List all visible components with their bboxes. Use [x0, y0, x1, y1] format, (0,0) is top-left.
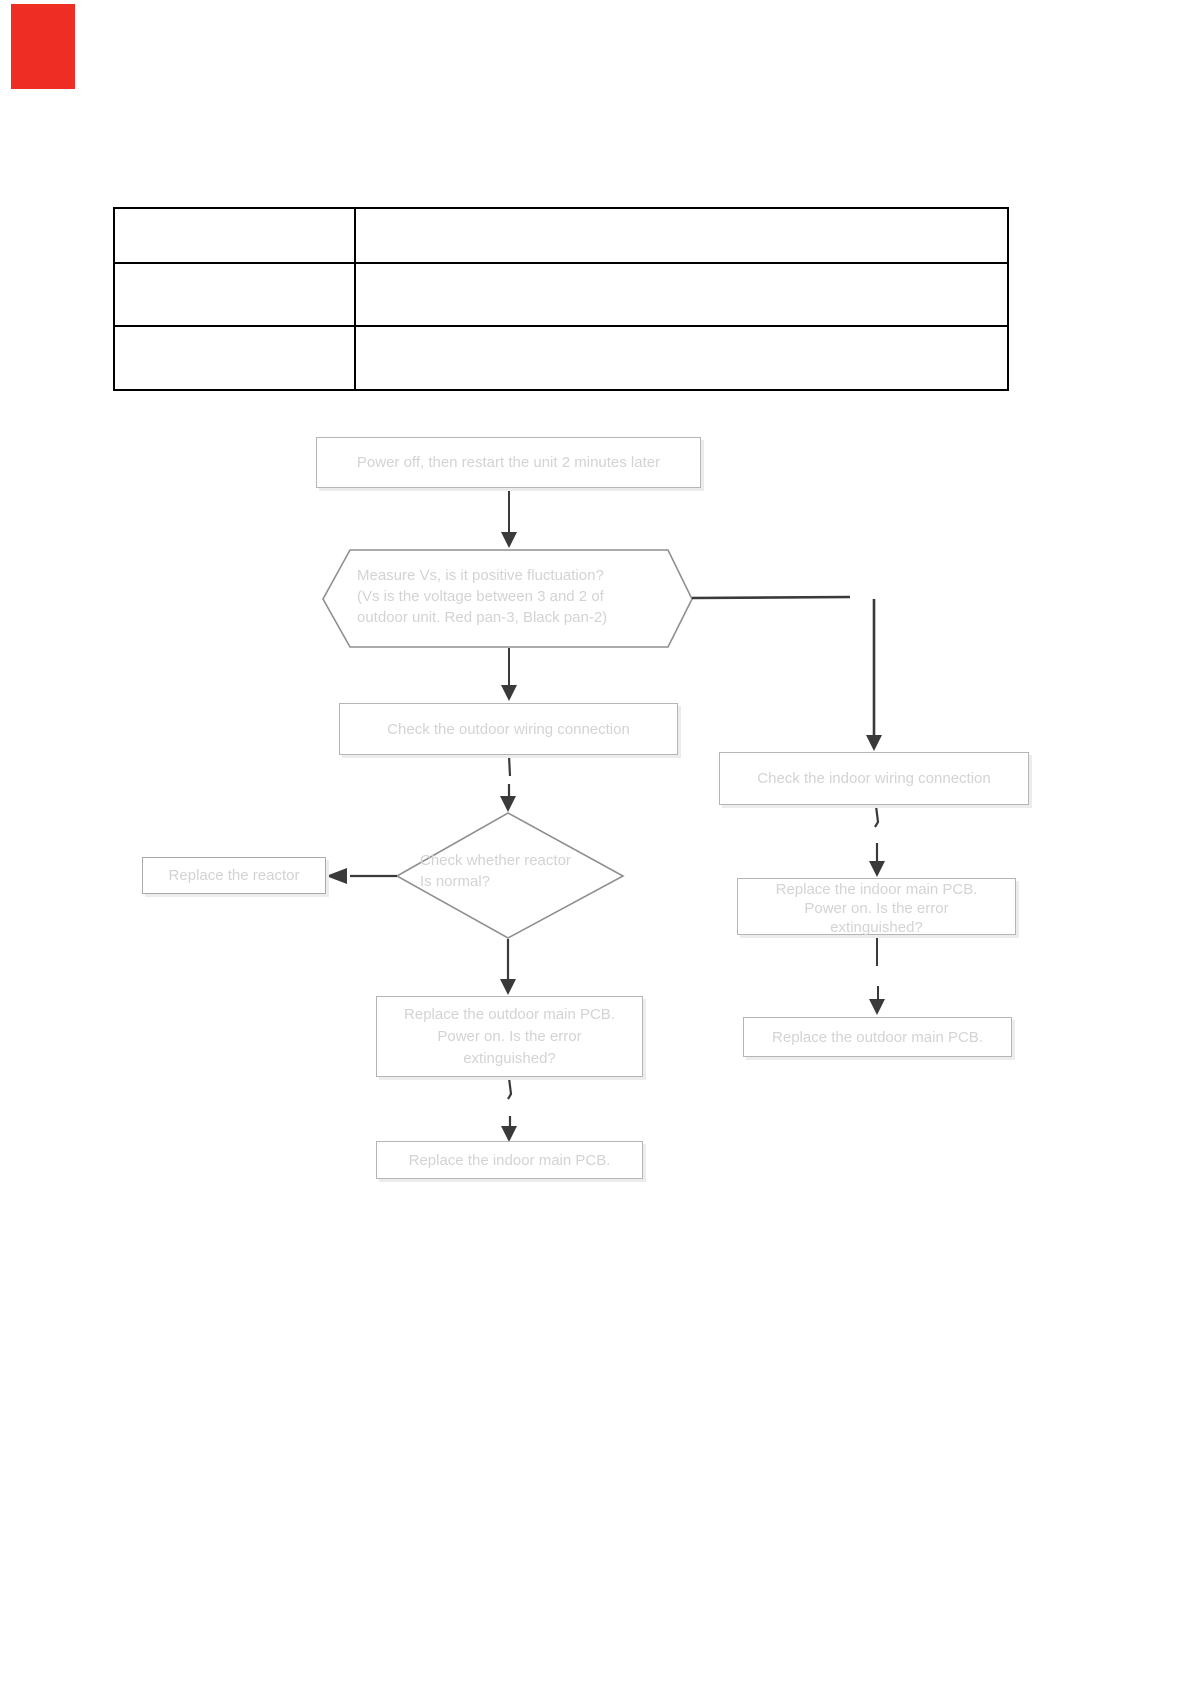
flow-node-power-off: Power off, then restart the unit 2 minut… — [316, 437, 701, 488]
arrow-outdoor-to-diamond — [507, 755, 512, 777]
table-cell — [115, 327, 356, 389]
flow-node-check-outdoor-wiring: Check the outdoor wiring connection — [339, 703, 678, 755]
flow-node-replace-reactor: Replace the reactor — [142, 857, 326, 894]
arrowhead — [501, 1126, 517, 1142]
line-indoor-down — [874, 805, 880, 828]
table-cell — [356, 327, 1007, 389]
flow-node-replace-indoor-pcb-question: Replace the indoor main PCB. Power on. I… — [737, 878, 1016, 936]
flow-node-replace-indoor-pcb: Replace the indoor main PCB. — [376, 1141, 643, 1179]
arrowhead — [869, 861, 885, 877]
flow-node-replace-outdoor-pcb: Replace the outdoor main PCB. — [743, 1017, 1012, 1057]
arrowhead — [501, 685, 517, 701]
flow-node-replace-outdoor-pcb-question: Replace the outdoor main PCB. Power on. … — [376, 996, 643, 1077]
arrowhead — [501, 532, 517, 548]
table-cell — [356, 209, 1007, 264]
flow-node-check-indoor-wiring: Check the indoor wiring connection — [719, 752, 1029, 805]
arrowhead — [326, 868, 347, 884]
table-cell — [356, 264, 1007, 327]
arrowhead — [500, 796, 516, 812]
line-outdoorq-down — [507, 1077, 513, 1100]
red-annotation-marker — [11, 4, 75, 89]
table-cell — [115, 209, 356, 264]
flow-node-measure-vs-label: Measure Vs, is it positive fluctuation? … — [357, 567, 608, 626]
arrowhead — [866, 735, 882, 751]
error-code-table — [113, 207, 1009, 391]
arrowhead — [869, 999, 885, 1015]
table-cell — [115, 264, 356, 327]
arrowhead — [500, 979, 516, 995]
line-measure-right — [691, 595, 851, 600]
flow-node-reactor-normal-label: Check whether reactor Is normal? — [420, 852, 571, 890]
